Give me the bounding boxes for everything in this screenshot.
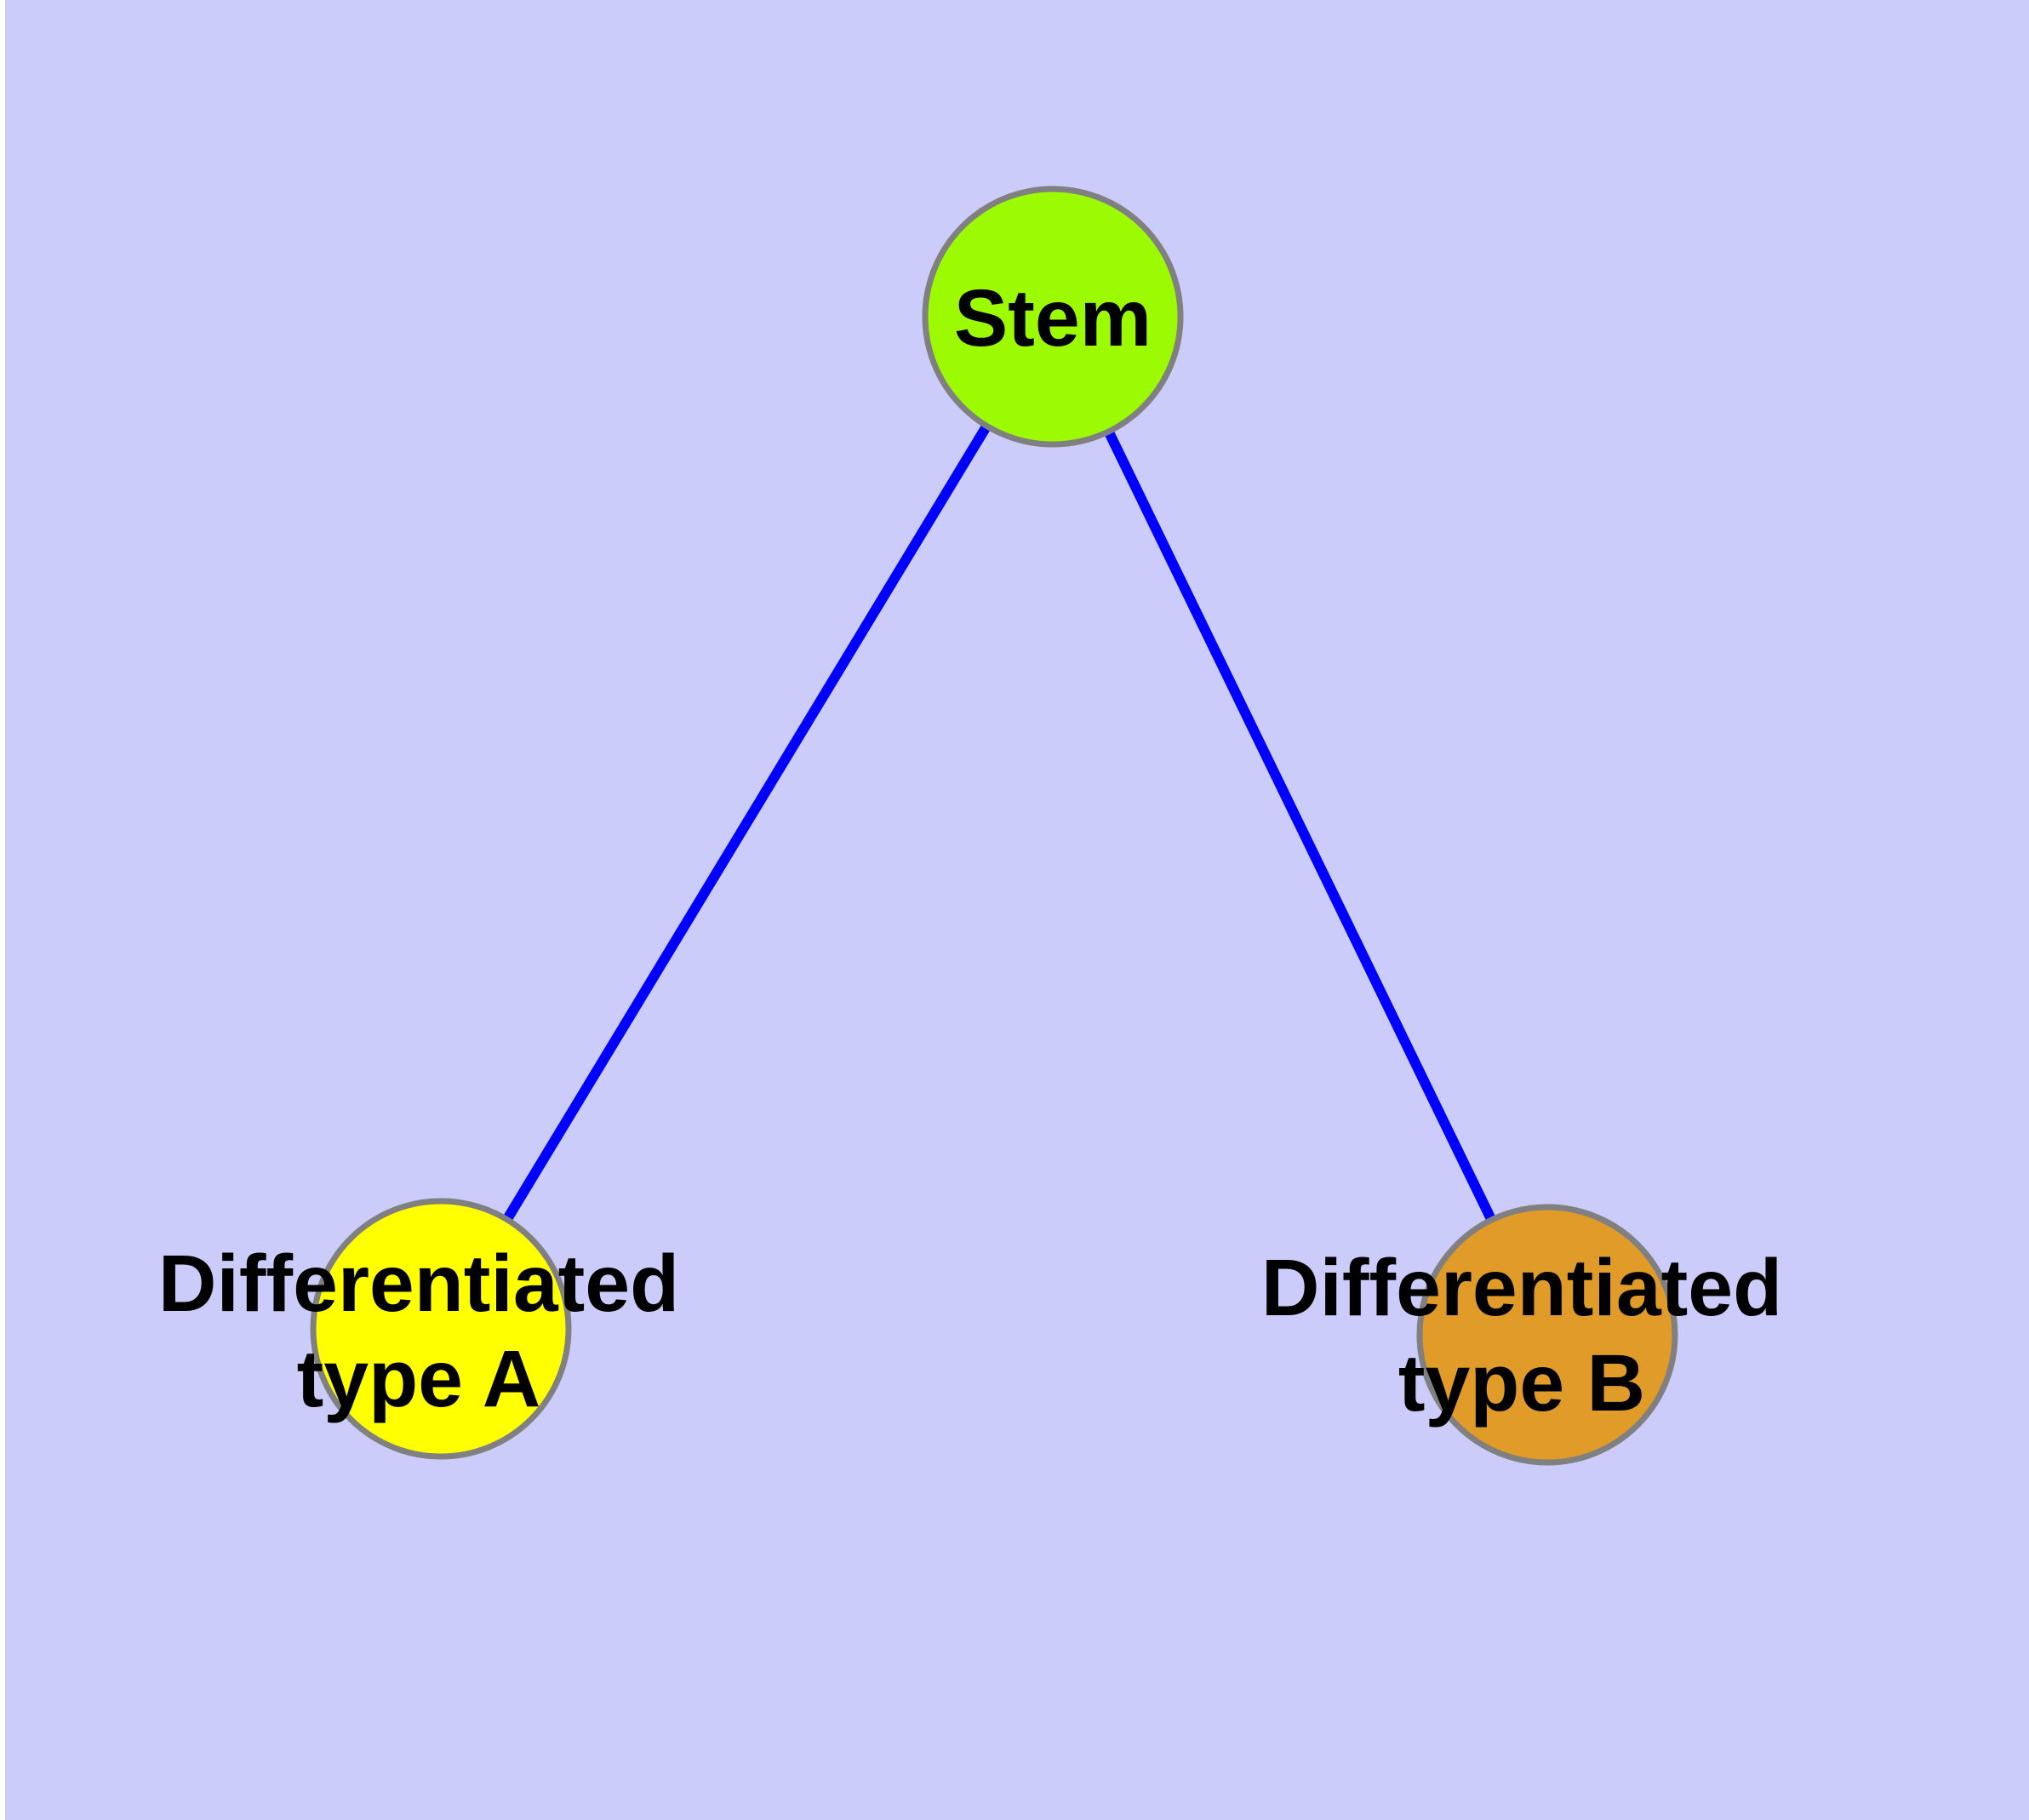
edge-stem-to-type-b[interactable] xyxy=(1048,314,1552,1337)
edge-stem-to-type-a[interactable] xyxy=(436,313,1058,1332)
edges-layer xyxy=(436,313,1552,1337)
node-label-line: type B xyxy=(1398,1338,1645,1428)
node-type-a[interactable] xyxy=(310,1198,572,1460)
node-label-stem: Stem xyxy=(954,273,1152,363)
node-stem[interactable] xyxy=(922,186,1184,448)
node-label-line: Differentiated xyxy=(1261,1243,1782,1333)
nodes-layer xyxy=(310,186,1678,1466)
node-label-line: Stem xyxy=(954,273,1152,363)
node-label-line: type A xyxy=(297,1334,541,1424)
node-label-line: Differentiated xyxy=(158,1239,679,1329)
node-type-b[interactable] xyxy=(1416,1204,1678,1466)
